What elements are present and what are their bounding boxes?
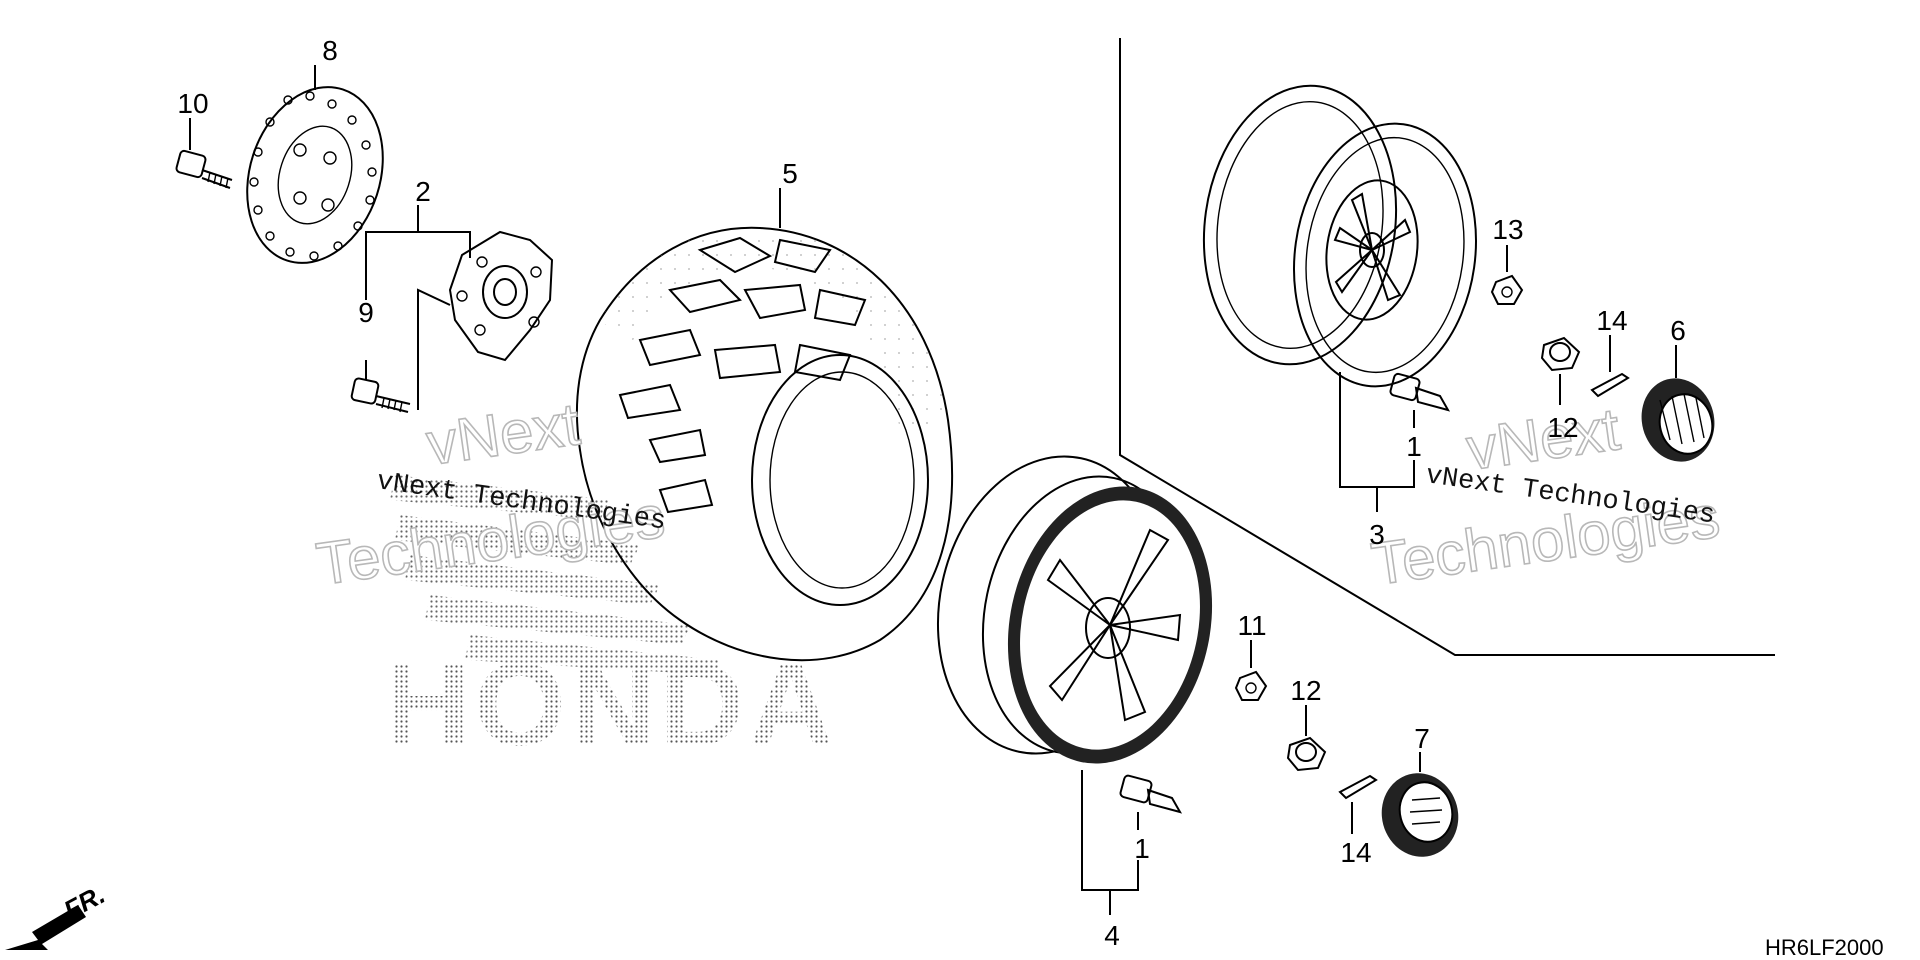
tire-bead-outer xyxy=(751,354,929,606)
tire[interactable] xyxy=(575,226,954,662)
callout-5: 5 xyxy=(782,158,798,189)
leader-lines-hub-group xyxy=(365,231,471,410)
callout-3: 3 xyxy=(1369,519,1385,550)
callout-14-front: 14 xyxy=(1340,837,1371,868)
callout-9: 9 xyxy=(358,297,374,328)
leader-lines-front-wheel xyxy=(1081,770,1139,891)
cap-nut-front[interactable] xyxy=(1286,736,1327,772)
callout-12-front: 12 xyxy=(1290,675,1321,706)
honda-logo-watermark: HONDA xyxy=(385,475,838,771)
hub-bolt[interactable] xyxy=(350,377,411,413)
disc-bolt[interactable] xyxy=(175,149,233,189)
rear-wheel-panel-frame xyxy=(1119,38,1775,656)
callout-labels: 8 10 2 9 5 13 14 6 12 1 3 11 12 7 1 14 4 xyxy=(177,35,1685,951)
wheel-nut-rear[interactable] xyxy=(1490,274,1524,305)
callout-14-rear: 14 xyxy=(1596,305,1627,336)
hub-cap-rear[interactable] xyxy=(1632,370,1723,470)
rear-wheel[interactable] xyxy=(1186,73,1492,398)
drawing-code: HR6LF2000 xyxy=(1765,935,1884,960)
watermark-left: vNext Technologies vNext Technologies xyxy=(312,389,670,598)
wheel-nut-front[interactable] xyxy=(1234,670,1268,701)
callout-6: 6 xyxy=(1670,315,1686,346)
cotter-pin-front[interactable] xyxy=(1338,774,1378,800)
callout-8: 8 xyxy=(322,35,338,66)
valve-stem-front[interactable] xyxy=(1119,774,1183,814)
brake-disc[interactable] xyxy=(225,69,404,280)
callout-4: 4 xyxy=(1104,920,1120,951)
callout-10: 10 xyxy=(177,88,208,119)
callout-11: 11 xyxy=(1237,610,1266,641)
callout-13: 13 xyxy=(1492,214,1523,245)
hub[interactable] xyxy=(448,230,554,362)
wing-emblem-watermark xyxy=(390,475,720,675)
watermark-ghost-top-left: vNext xyxy=(422,390,584,478)
tire-bead-inner xyxy=(769,371,915,589)
callout-12-rear: 12 xyxy=(1547,412,1578,443)
front-wheel-spokes xyxy=(1046,528,1182,722)
cotter-pin-rear[interactable] xyxy=(1590,372,1630,398)
front-arrow-icon xyxy=(5,905,86,950)
cap-nut-rear[interactable] xyxy=(1540,336,1581,372)
front-direction-indicator: FR. xyxy=(5,879,110,950)
leader-lines-rear-wheel xyxy=(1339,372,1415,488)
callout-2: 2 xyxy=(415,176,431,207)
callout-1-rear: 1 xyxy=(1406,431,1422,462)
callout-7: 7 xyxy=(1414,723,1430,754)
rear-wheel-spokes xyxy=(1333,192,1412,302)
honda-brand-text: HONDA xyxy=(385,639,838,771)
valve-stem-rear[interactable] xyxy=(1389,372,1451,412)
hub-cap-front[interactable] xyxy=(1372,765,1467,866)
front-wheel[interactable] xyxy=(911,435,1237,782)
tire-tread-lugs xyxy=(618,236,867,514)
brake-disc-vent-holes xyxy=(249,91,377,261)
callout-1-front: 1 xyxy=(1134,833,1150,864)
